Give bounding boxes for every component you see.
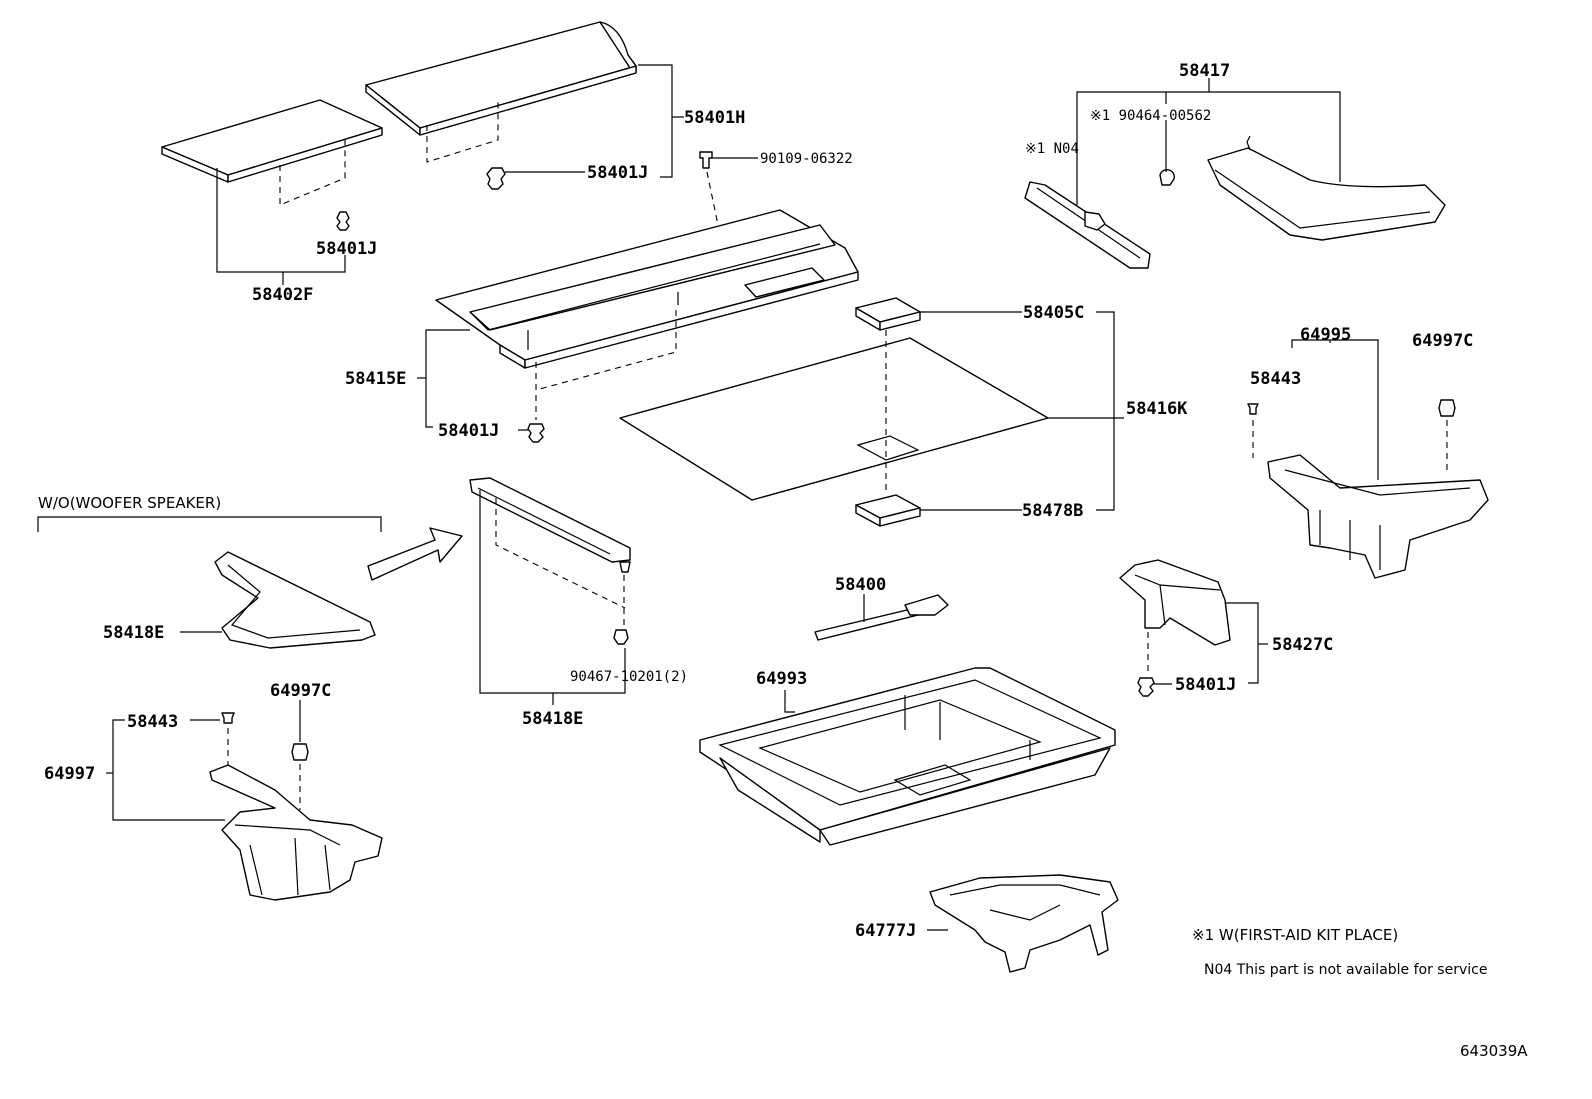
bracket-64997[interactable] bbox=[209, 712, 383, 901]
label-58400[interactable]: 58400 bbox=[835, 575, 886, 595]
label-58478b[interactable]: 58478B bbox=[1022, 501, 1083, 521]
label-64997[interactable]: 64997 bbox=[44, 764, 95, 784]
bracket-58405c[interactable] bbox=[855, 297, 921, 331]
frame-58418e-left[interactable] bbox=[214, 551, 376, 649]
frame-58418e-center[interactable] bbox=[469, 477, 631, 645]
label-64997c-right[interactable]: 64997C bbox=[1412, 331, 1473, 351]
label-90109-06322[interactable]: 90109-06322 bbox=[760, 151, 853, 167]
label-58401j-left[interactable]: 58401J bbox=[316, 239, 377, 259]
label-58401j-top[interactable]: 58401J bbox=[587, 163, 648, 183]
board-58402f[interactable] bbox=[161, 99, 383, 231]
note-first-aid: ※1 W(FIRST-AID KIT PLACE) bbox=[1192, 926, 1398, 944]
label-58443-right[interactable]: 58443 bbox=[1250, 369, 1301, 389]
label-58418e-center[interactable]: 58418E bbox=[522, 709, 583, 729]
bracket-58427c[interactable] bbox=[1119, 559, 1231, 697]
label-58416k[interactable]: 58416K bbox=[1126, 399, 1188, 419]
tray-64993[interactable] bbox=[699, 667, 1116, 846]
note-n04: N04 This part is not available for servi… bbox=[1204, 962, 1487, 978]
deck-board-58415e[interactable] bbox=[435, 209, 859, 443]
strip-n04[interactable] bbox=[1024, 181, 1151, 269]
label-58401j-center[interactable]: 58401J bbox=[438, 421, 499, 441]
label-58401j-right[interactable]: 58401J bbox=[1175, 675, 1236, 695]
label-64993[interactable]: 64993 bbox=[756, 669, 807, 689]
label-58427c[interactable]: 58427C bbox=[1272, 635, 1333, 655]
clip-90109-06322[interactable] bbox=[699, 151, 713, 169]
label-64777j[interactable]: 64777J bbox=[855, 921, 916, 941]
label-58418e-left[interactable]: 58418E bbox=[103, 623, 164, 643]
label-90467-10201[interactable]: 90467-10201(2) bbox=[570, 669, 688, 685]
diagram-id: 643039A bbox=[1460, 1042, 1528, 1060]
label-58405c[interactable]: 58405C bbox=[1023, 303, 1084, 323]
board-58401h[interactable] bbox=[365, 21, 637, 190]
label-58402f[interactable]: 58402F bbox=[252, 285, 313, 305]
mat-58416k[interactable] bbox=[619, 337, 1049, 501]
clip-90464-00562[interactable] bbox=[1159, 169, 1175, 186]
label-64997c-left[interactable]: 64997C bbox=[270, 681, 331, 701]
tray-58417[interactable] bbox=[1207, 135, 1446, 241]
holder-64777j[interactable] bbox=[929, 874, 1119, 973]
arrow-indicator bbox=[367, 527, 463, 581]
label-58401h[interactable]: 58401H bbox=[684, 108, 745, 128]
strap-58400[interactable] bbox=[814, 594, 949, 641]
label-58443-left[interactable]: 58443 bbox=[127, 712, 178, 732]
bracket-64995[interactable] bbox=[1247, 399, 1489, 579]
label-64995[interactable]: 64995 bbox=[1300, 325, 1351, 345]
label-58417[interactable]: 58417 bbox=[1179, 61, 1230, 81]
condition-label: W/O(WOOFER SPEAKER) bbox=[38, 494, 221, 512]
bracket-58478b[interactable] bbox=[855, 494, 921, 527]
label-90464-00562[interactable]: ※1 90464-00562 bbox=[1090, 108, 1211, 124]
label-58415e[interactable]: 58415E bbox=[345, 369, 406, 389]
label-n04[interactable]: ※1 N04 bbox=[1025, 141, 1079, 157]
